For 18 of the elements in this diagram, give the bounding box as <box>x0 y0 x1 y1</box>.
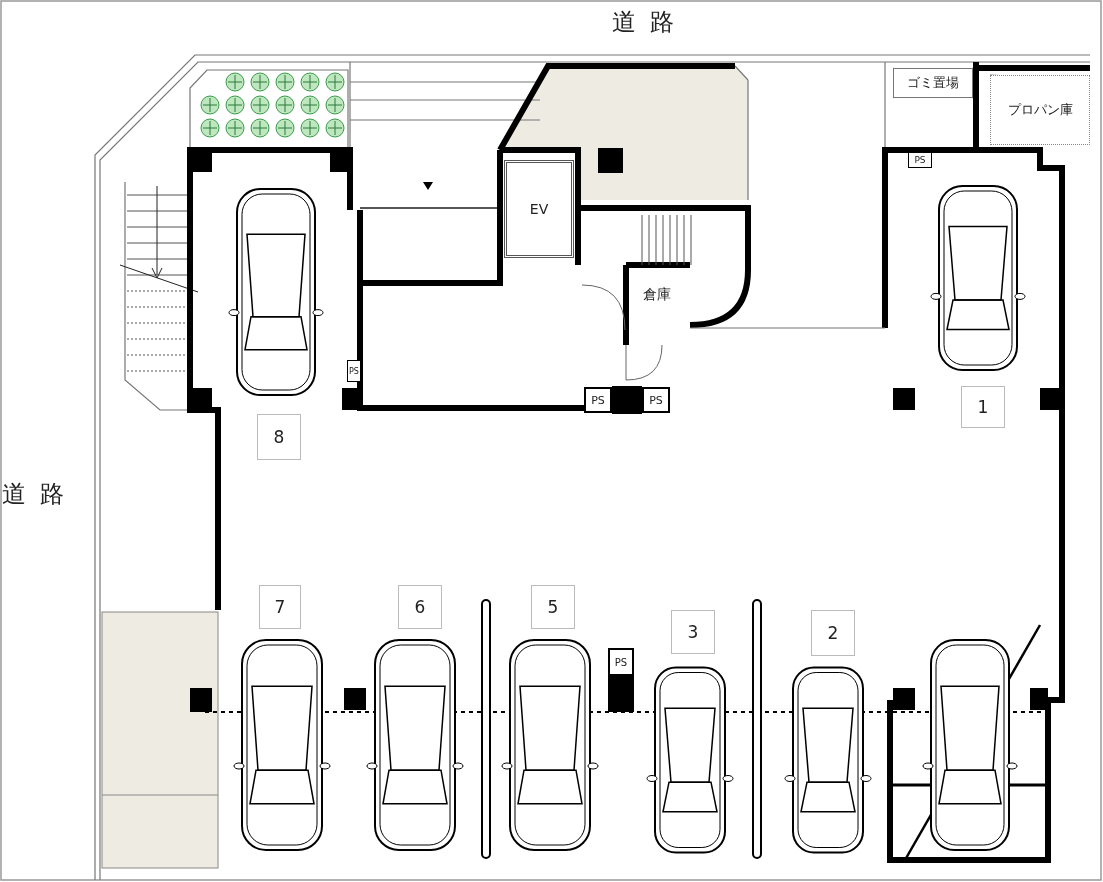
ps-box: PS <box>642 387 670 413</box>
parking-number: 2 <box>811 610 855 656</box>
ps-box: PS <box>347 360 361 382</box>
storage-room: 倉庫 <box>628 267 686 323</box>
ps-box: PS <box>908 152 932 168</box>
ps-box: PS <box>608 648 634 676</box>
parking-number: 5 <box>531 585 575 629</box>
parking-number: 1 <box>961 386 1005 428</box>
parking-number: 6 <box>398 585 442 629</box>
elevator-box: EV <box>504 160 574 258</box>
storage-room-box: プロパン庫 <box>990 75 1090 145</box>
parking-number: 7 <box>259 585 301 629</box>
storage-area-box: ゴミ置場 <box>893 68 973 98</box>
ps-box: PS <box>584 387 612 413</box>
road-label: 道路 <box>612 7 688 38</box>
parking-number: 8 <box>257 414 301 460</box>
road-label: 道路 <box>2 479 78 510</box>
parking-number: 3 <box>671 610 715 654</box>
